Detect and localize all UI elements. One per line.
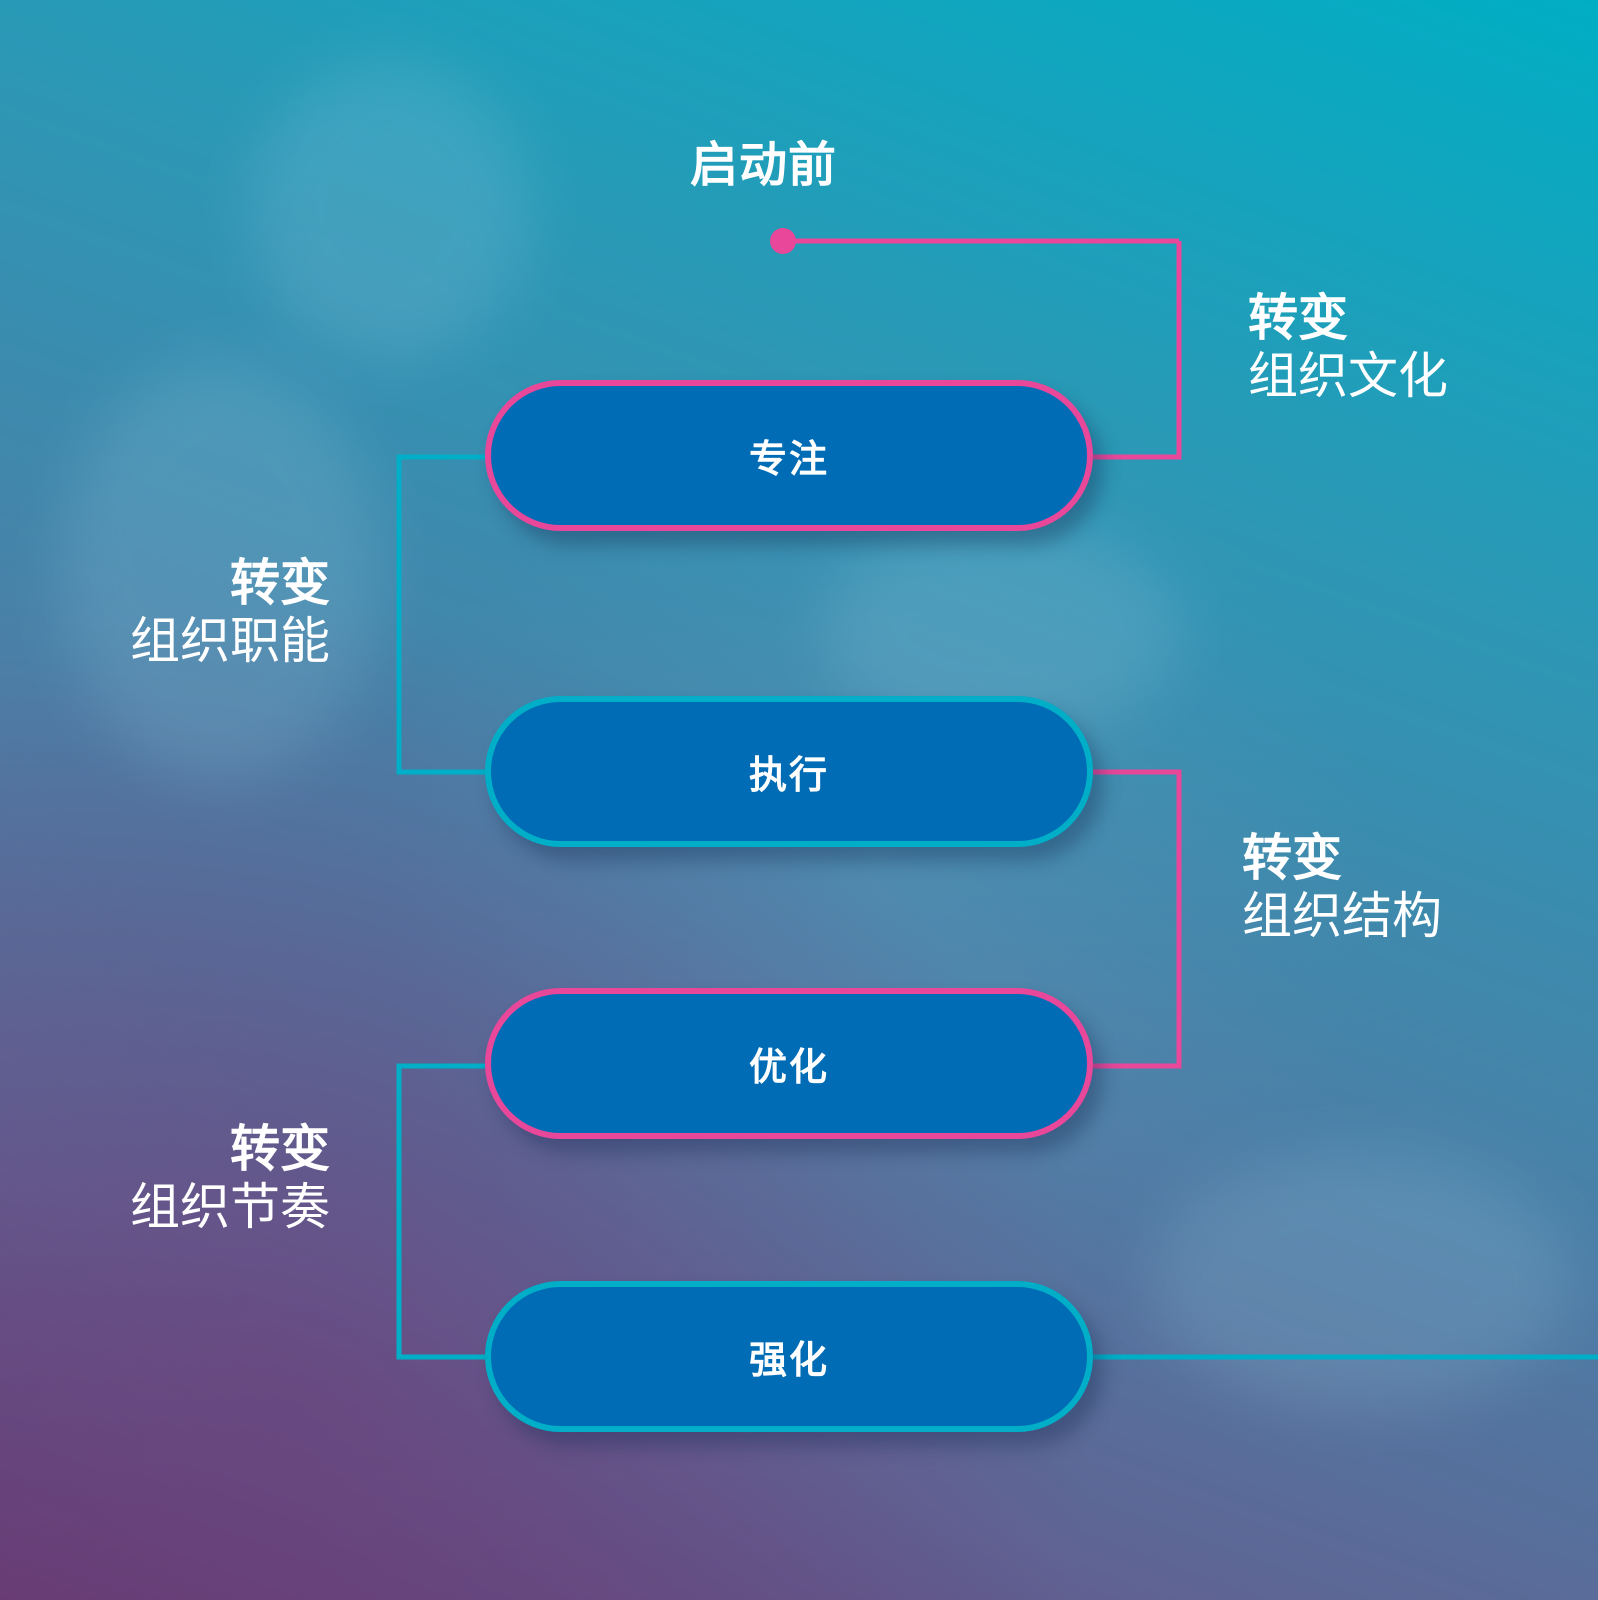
- background-shape: [1150, 1150, 1570, 1410]
- transition-bold: 转变: [1248, 290, 1348, 346]
- background-shape: [60, 360, 380, 780]
- stage-pill-execute: 执行: [485, 696, 1093, 847]
- transition-text: 组织节奏: [130, 1179, 330, 1235]
- background-shape: [250, 60, 530, 360]
- transition-text: 组织结构: [1242, 888, 1442, 944]
- transition-bold: 转变: [1242, 830, 1342, 886]
- transition-label-structure: 转变 组织结构: [1242, 829, 1502, 945]
- stage-label: 执行: [748, 755, 829, 797]
- transition-bold: 转变: [230, 555, 330, 611]
- stage-pill-focus: 专注: [485, 380, 1093, 531]
- stage-pill-optimize: 优化: [485, 988, 1093, 1139]
- start-dot: [770, 228, 796, 254]
- transition-label-rhythm: 转变 组织节奏: [70, 1120, 330, 1236]
- transition-text: 组织职能: [130, 613, 330, 669]
- transition-bold: 转变: [230, 1121, 330, 1177]
- transition-text: 组织文化: [1248, 348, 1448, 404]
- stage-label: 专注: [748, 439, 829, 481]
- connector-culture: [1093, 241, 1182, 460]
- start-title: 启动前: [690, 139, 838, 192]
- connector-rhythm: [396, 1063, 485, 1360]
- stage-label: 强化: [748, 1340, 829, 1382]
- connector-structure: [1093, 769, 1182, 1069]
- connector-function: [396, 454, 485, 775]
- stage-label: 优化: [748, 1047, 829, 1089]
- stage-pill-reinforce: 强化: [485, 1281, 1093, 1432]
- transition-label-function: 转变 组织职能: [70, 554, 330, 670]
- transition-label-culture: 转变 组织文化: [1248, 289, 1508, 405]
